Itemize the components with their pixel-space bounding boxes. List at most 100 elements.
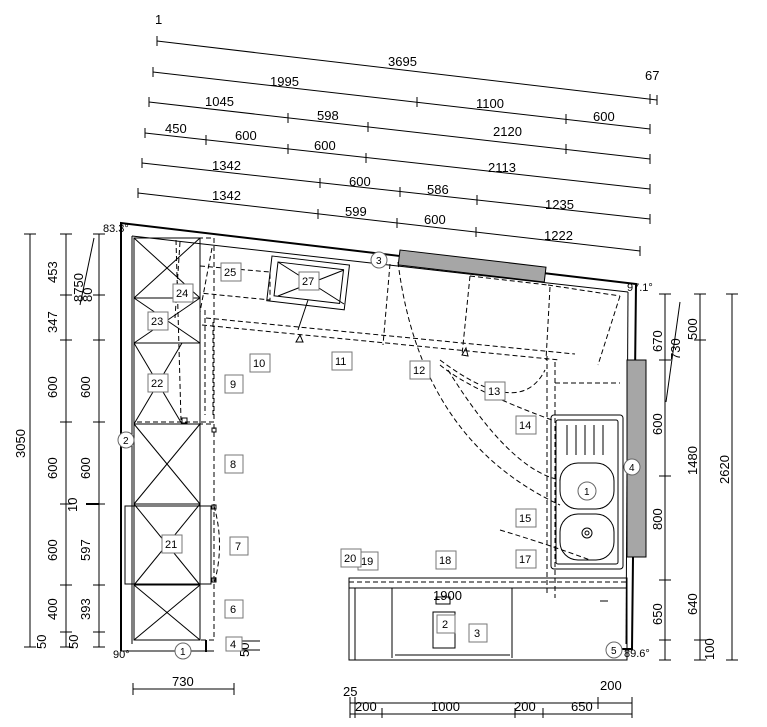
dim-598: 598 [317,108,339,123]
top-dimensions: 1 3695 67 1995 1100 600 1045 598 450 600… [137,12,659,256]
unit-15: 15 [515,508,537,528]
svg-text:13: 13 [488,386,500,398]
dim-393: 393 [78,598,93,620]
angle-top-left: 83.3° [103,223,129,235]
dim-200-a: 200 [355,699,377,714]
svg-text:19: 19 [361,556,373,568]
dim-200-b: 200 [514,699,536,714]
unit-27: 27 [298,271,320,291]
wall-5: 5 [611,646,617,657]
dim-600-d: 600 [349,174,371,189]
dim-1235: 1235 [545,197,574,212]
top-cabinet-run [174,241,621,415]
dim-67: 67 [645,68,659,83]
svg-text:2: 2 [442,619,448,631]
svg-text:25: 25 [224,267,236,279]
dim-500: 500 [685,318,700,340]
dim-1342-a: 1342 [212,158,241,173]
wall-markers: 1 2 3 4 5 [117,251,641,660]
dim-730: 730 [668,338,683,360]
svg-text:22: 22 [151,378,163,390]
dim-600-l2: 600 [78,376,93,398]
dim-600-l4: 600 [78,457,93,479]
walls: 83.3° 97.1° 90° 89.6° [103,221,653,661]
dim-1: 1 [155,12,162,27]
dim-3695: 3695 [388,54,417,69]
svg-text:3: 3 [474,628,480,640]
dim-453: 453 [45,261,60,283]
wall-3: 3 [370,251,388,269]
unit-22: 22 [147,373,169,393]
dim-2113: 2113 [488,160,516,175]
svg-text:4: 4 [629,463,635,474]
unit-13: 13 [484,381,506,401]
window-right [626,359,647,558]
dim-640: 640 [685,593,700,615]
dim-100: 100 [702,638,717,660]
svg-text:7: 7 [235,541,241,553]
dim-600-c: 600 [314,138,336,153]
svg-text:20: 20 [344,553,356,565]
island-unit-3: 3 [468,623,488,643]
unit-17: 17 [515,549,537,569]
dim-50-l1: 50 [34,635,49,649]
unit-10: 10 [249,353,271,373]
dim-200-c: 200 [600,678,622,693]
dim-800: 800 [650,508,665,530]
dim-8750: 8750 [71,273,86,302]
dim-2120: 2120 [493,124,522,139]
unit-4-box [225,636,243,652]
dim-1342-b: 1342 [212,188,241,203]
door-swings [397,261,620,598]
unit-14: 14 [515,415,537,435]
dim-3050: 3050 [13,429,28,458]
unit-18: 18 [435,550,457,570]
dim-670: 670 [650,330,665,352]
wall-4: 4 [623,458,641,476]
dim-10: 10 [65,498,80,512]
dim-1900: 1900 [433,588,462,603]
svg-text:17: 17 [519,554,531,566]
dim-50-l2: 50 [66,635,81,649]
dim-450: 450 [165,121,187,136]
window-top [397,249,547,283]
svg-text:2: 2 [123,436,129,447]
dim-650-b: 650 [571,699,593,714]
unit-9: 9 [224,374,244,394]
svg-text:27: 27 [302,276,314,288]
dim-599: 599 [345,204,367,219]
angle-top-right: 97.1° [627,282,653,294]
unit-6: 6 [224,599,244,619]
unit-21: 21 [161,534,183,554]
svg-text:10: 10 [253,358,265,370]
dim-730-b: 730 [172,674,194,689]
unit-7: 7 [229,536,249,556]
dim-400: 400 [45,598,60,620]
svg-text:14: 14 [519,420,531,432]
svg-text:9: 9 [230,379,236,391]
left-dimensions: 453 8750 80 347 600 600 600 600 3050 10 … [13,233,105,649]
dim-650-r: 650 [650,603,665,625]
bottom-dimensions: 730 25 200 1000 200 650 200 1900 50 [132,588,633,718]
sink-label: 1 [584,487,590,498]
unit-8: 8 [224,454,244,474]
svg-text:6: 6 [230,604,236,616]
svg-text:15: 15 [519,513,531,525]
dim-600-l5: 600 [45,539,60,561]
dim-1222: 1222 [544,228,573,243]
dim-80: 80 [80,288,95,302]
dim-600-e: 600 [424,212,446,227]
dim-2620: 2620 [717,455,732,484]
island-unit-2: 2 [436,614,456,634]
dim-597: 597 [78,539,93,561]
svg-text:8: 8 [230,459,236,471]
dim-1995: 1995 [270,74,299,89]
dim-600-b: 600 [235,128,257,143]
dim-347: 347 [45,311,60,333]
svg-text:12: 12 [413,365,425,377]
unit-23: 23 [147,311,169,331]
dim-1100: 1100 [476,96,504,111]
dim-586: 586 [427,182,449,197]
svg-text:1: 1 [180,647,186,658]
